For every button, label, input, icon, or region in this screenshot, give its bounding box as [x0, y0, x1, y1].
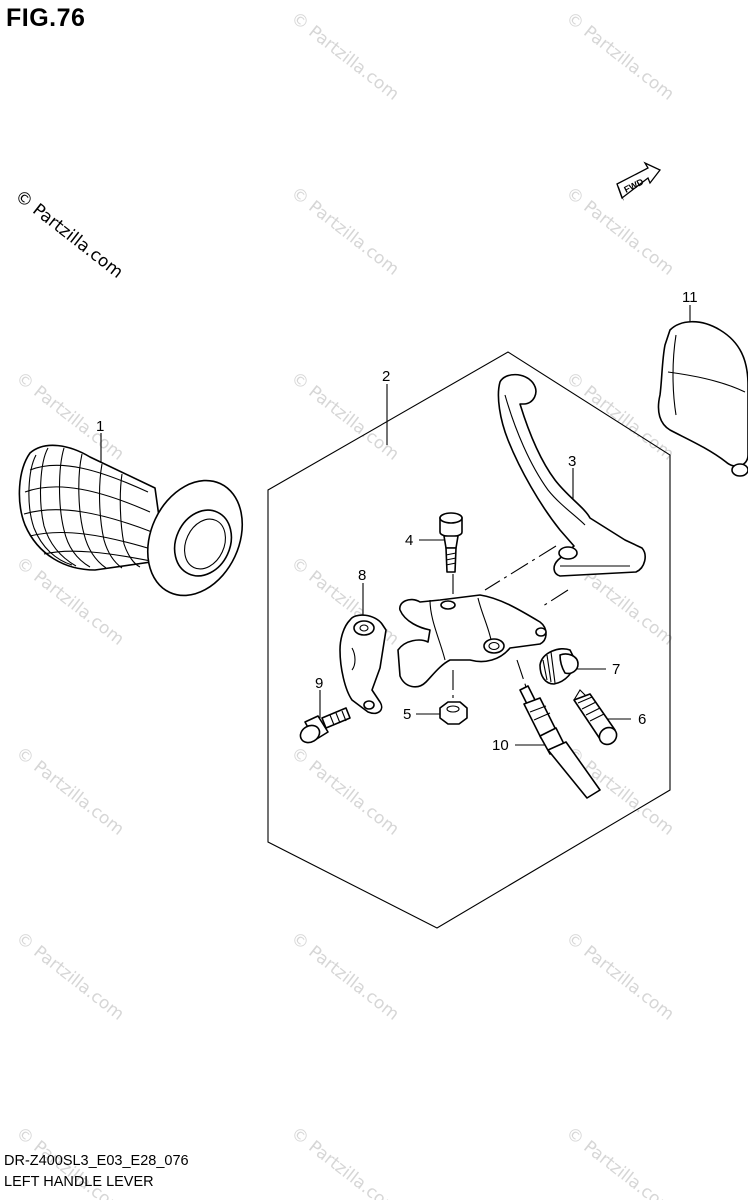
- bracket-clamp-part-8: [339, 614, 387, 715]
- watermark-text: © Partzilla.com: [12, 743, 128, 840]
- callout-4: 4: [405, 532, 413, 549]
- figure-name: LEFT HANDLE LEVER: [4, 1174, 154, 1190]
- watermark-layer: © Partzilla.com © Partzilla.com © Partzi…: [11, 8, 678, 1200]
- model-code: DR-Z400SL3_E03_E28_076: [4, 1153, 189, 1169]
- watermark-text: © Partzilla.com: [562, 743, 678, 840]
- watermark-text: © Partzilla.com: [562, 183, 678, 280]
- adjuster-bolt-part-6: [573, 689, 618, 746]
- watermark-text: © Partzilla.com: [562, 8, 678, 105]
- callout-9: 9: [315, 675, 323, 692]
- watermark-text: © Partzilla.com: [562, 928, 678, 1025]
- callout-8: 8: [358, 567, 366, 584]
- callout-7: 7: [612, 661, 620, 678]
- figure-title: FIG.76: [6, 4, 86, 32]
- watermark-text: © Partzilla.com: [12, 928, 128, 1025]
- callout-5: 5: [403, 706, 411, 723]
- watermark-text: © Partzilla.com: [287, 743, 403, 840]
- watermark-text: © Partzilla.com: [287, 1123, 403, 1200]
- lever-holder: [397, 594, 547, 688]
- callout-labels: 1 2 3 4 5 6 7 8 9 10 11: [96, 289, 698, 754]
- bolt-part-9: [299, 707, 351, 744]
- callout-2: 2: [382, 368, 390, 385]
- nut-part-5: [439, 701, 468, 725]
- lever-cover-part-11: [657, 320, 748, 477]
- grip-part-1: [18, 444, 244, 597]
- fwd-arrow-icon: FWD: [616, 161, 662, 201]
- assembly-boundary: [267, 351, 671, 929]
- callout-11: 11: [682, 289, 698, 306]
- callout-6: 6: [638, 711, 646, 728]
- callout-3: 3: [568, 453, 576, 470]
- watermark-text: © Partzilla.com: [562, 1123, 678, 1200]
- watermark-text-primary: © Partzilla.com: [11, 186, 127, 283]
- clutch-lever-part-3: [497, 373, 646, 577]
- watermark-text: © Partzilla.com: [287, 8, 403, 105]
- adjuster-nut-part-7: [539, 648, 579, 685]
- watermark-text: © Partzilla.com: [287, 928, 403, 1025]
- callout-10: 10: [492, 737, 509, 754]
- callout-1: 1: [96, 418, 104, 435]
- pivot-bolt-part-4: [439, 512, 463, 573]
- switch-part-10: [519, 685, 601, 799]
- watermark-text: © Partzilla.com: [287, 183, 403, 280]
